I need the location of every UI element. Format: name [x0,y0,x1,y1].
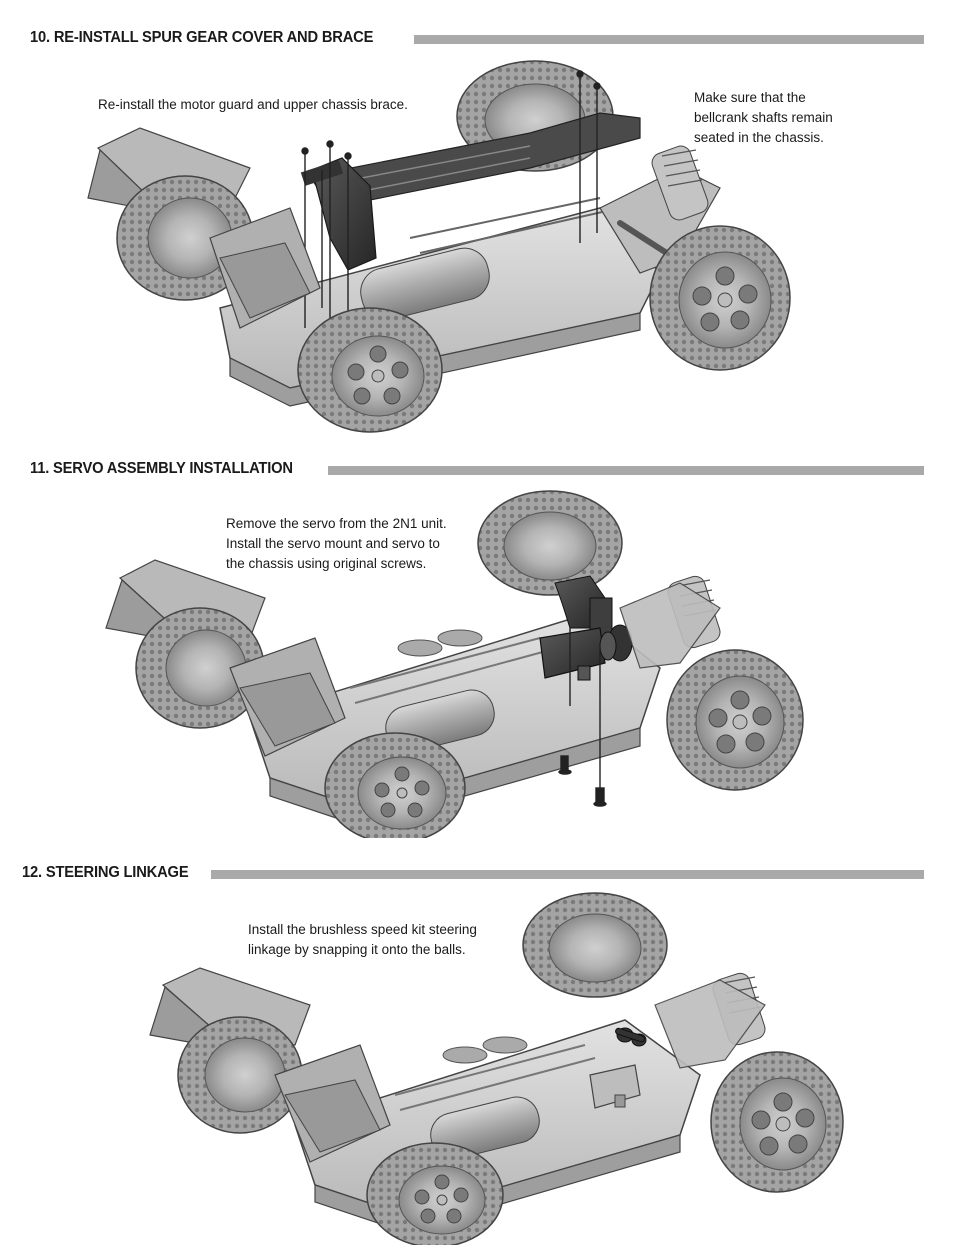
note-line: Install the brushless speed kit steering [248,922,477,937]
section-rule [328,466,924,475]
section-heading: 12. STEERING LINKAGE [22,864,189,881]
note-line: Re-install the motor guard and upper cha… [98,97,408,112]
section-11: 11. SERVO ASSEMBLY INSTALLATION [0,440,954,845]
note-line: Remove the servo from the 2N1 unit. [226,516,447,531]
buggy-illustration [87,60,791,433]
note-line: bellcrank shafts remain [694,110,833,125]
section-heading: 11. SERVO ASSEMBLY INSTALLATION [30,460,293,477]
note-line: Install the servo mount and servo to [226,536,440,551]
note-line: Make sure that the [694,90,806,105]
note-line: linkage by snapping it onto the balls. [248,942,466,957]
section-rule [211,870,924,879]
instruction-note: Re-install the motor guard and upper cha… [98,95,408,115]
instruction-note: Remove the servo from the 2N1 unit. Inst… [226,514,447,574]
instruction-note: Install the brushless speed kit steering… [248,920,477,960]
instruction-note: Make sure that the bellcrank shafts rema… [694,88,833,148]
buggy-illustration [149,892,844,1245]
section-12: 12. STEERING LINKAGE [0,845,954,1253]
section-rule [414,35,924,44]
section-10: 10. RE-INSTALL SPUR GEAR COVER AND BRACE [0,0,954,440]
note-line: the chassis using original screws. [226,556,427,571]
section-heading: 10. RE-INSTALL SPUR GEAR COVER AND BRACE [30,29,374,46]
note-line: seated in the chassis. [694,130,824,145]
buggy-illustration [105,490,804,838]
